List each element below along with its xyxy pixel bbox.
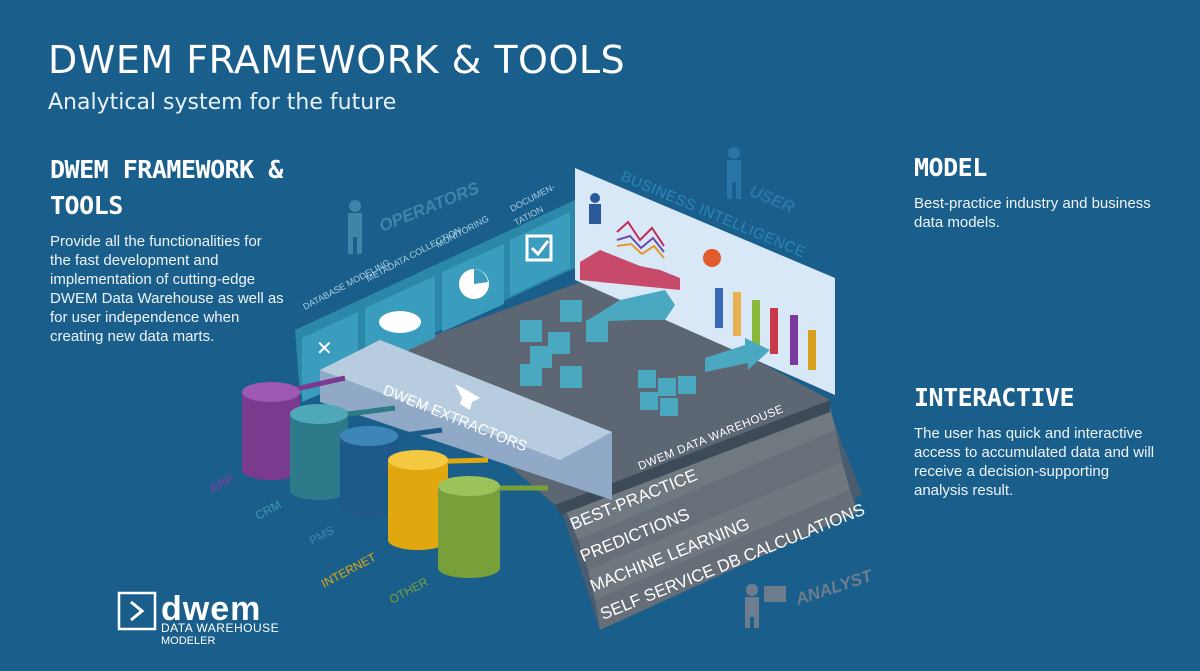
- operator-figure-icon: [348, 200, 362, 254]
- step-2-face: [578, 430, 842, 570]
- framework-description: Provide all the functionalities for the …: [50, 233, 284, 345]
- page-subtitle: Analytical system for the future: [48, 90, 397, 115]
- framework-panel: DWEM FRAMEWORK & TOOLS Provide all the f…: [50, 152, 285, 346]
- data-cubes-right: [638, 370, 696, 416]
- tool-monitoring: [442, 244, 504, 332]
- model-description: Best-practice industry and business data…: [914, 195, 1151, 231]
- source-label-crm: CRM: [253, 497, 284, 522]
- page-title: DWEM FRAMEWORK & TOOLS: [48, 38, 626, 82]
- dwem-logo: dwem DATA WAREHOUSE MODELER: [117, 590, 287, 655]
- logo-line1: DATA WAREHOUSE: [161, 621, 279, 635]
- user-label: USER: [746, 181, 798, 217]
- source-other: [438, 476, 548, 578]
- arrow-to-bi-1: [585, 290, 675, 322]
- platform-edge: [555, 400, 830, 515]
- source-label-pms: PMS: [307, 523, 337, 548]
- source-label-internet: INTERNET: [319, 550, 379, 591]
- tool-documentation: [510, 212, 570, 296]
- extractors-bar: DWEM EXTRACTORS: [320, 340, 612, 500]
- interactive-panel: INTERACTIVE The user has quick and inter…: [914, 380, 1164, 500]
- framework-heading-line2: TOOLS: [50, 191, 123, 220]
- interactive-description: The user has quick and interactive acces…: [914, 425, 1155, 499]
- step-4-face: [595, 490, 858, 630]
- data-cubes-left: [520, 300, 608, 388]
- analytics-person-icon: [589, 193, 601, 224]
- analyst-figure-icon: [745, 584, 786, 628]
- arrow-to-bi-2: [705, 338, 770, 372]
- database-disk-icon: [379, 311, 421, 333]
- source-label-erp: ERP: [208, 472, 236, 496]
- logo-line2: MODELER: [161, 635, 215, 647]
- interactive-heading: INTERACTIVE: [914, 383, 1075, 412]
- step-3-face: [588, 462, 850, 600]
- business-intelligence-panel: BUSINESS INTELLIGENCE USER: [575, 147, 835, 395]
- analyst-steps: BEST-PRACTICE PREDICTIONS MACHINE LEARNI…: [560, 400, 868, 630]
- logo-wordmark: dwem: [161, 590, 261, 628]
- checklist-icon: [525, 234, 553, 262]
- tools-icon: ✕: [316, 338, 333, 360]
- source-label-other: OTHER: [387, 574, 431, 606]
- logo-graphic: dwem DATA WAREHOUSE MODELER: [117, 590, 279, 647]
- model-panel: MODEL Best-practice industry and busines…: [914, 150, 1174, 232]
- framework-heading-line1: DWEM FRAMEWORK &: [50, 155, 283, 184]
- source-crm: [290, 404, 396, 500]
- analyst-label: ANALYST: [792, 566, 876, 609]
- user-figure-icon: [727, 147, 741, 199]
- model-heading: MODEL: [914, 153, 987, 182]
- up-arrow-icon: [455, 384, 480, 410]
